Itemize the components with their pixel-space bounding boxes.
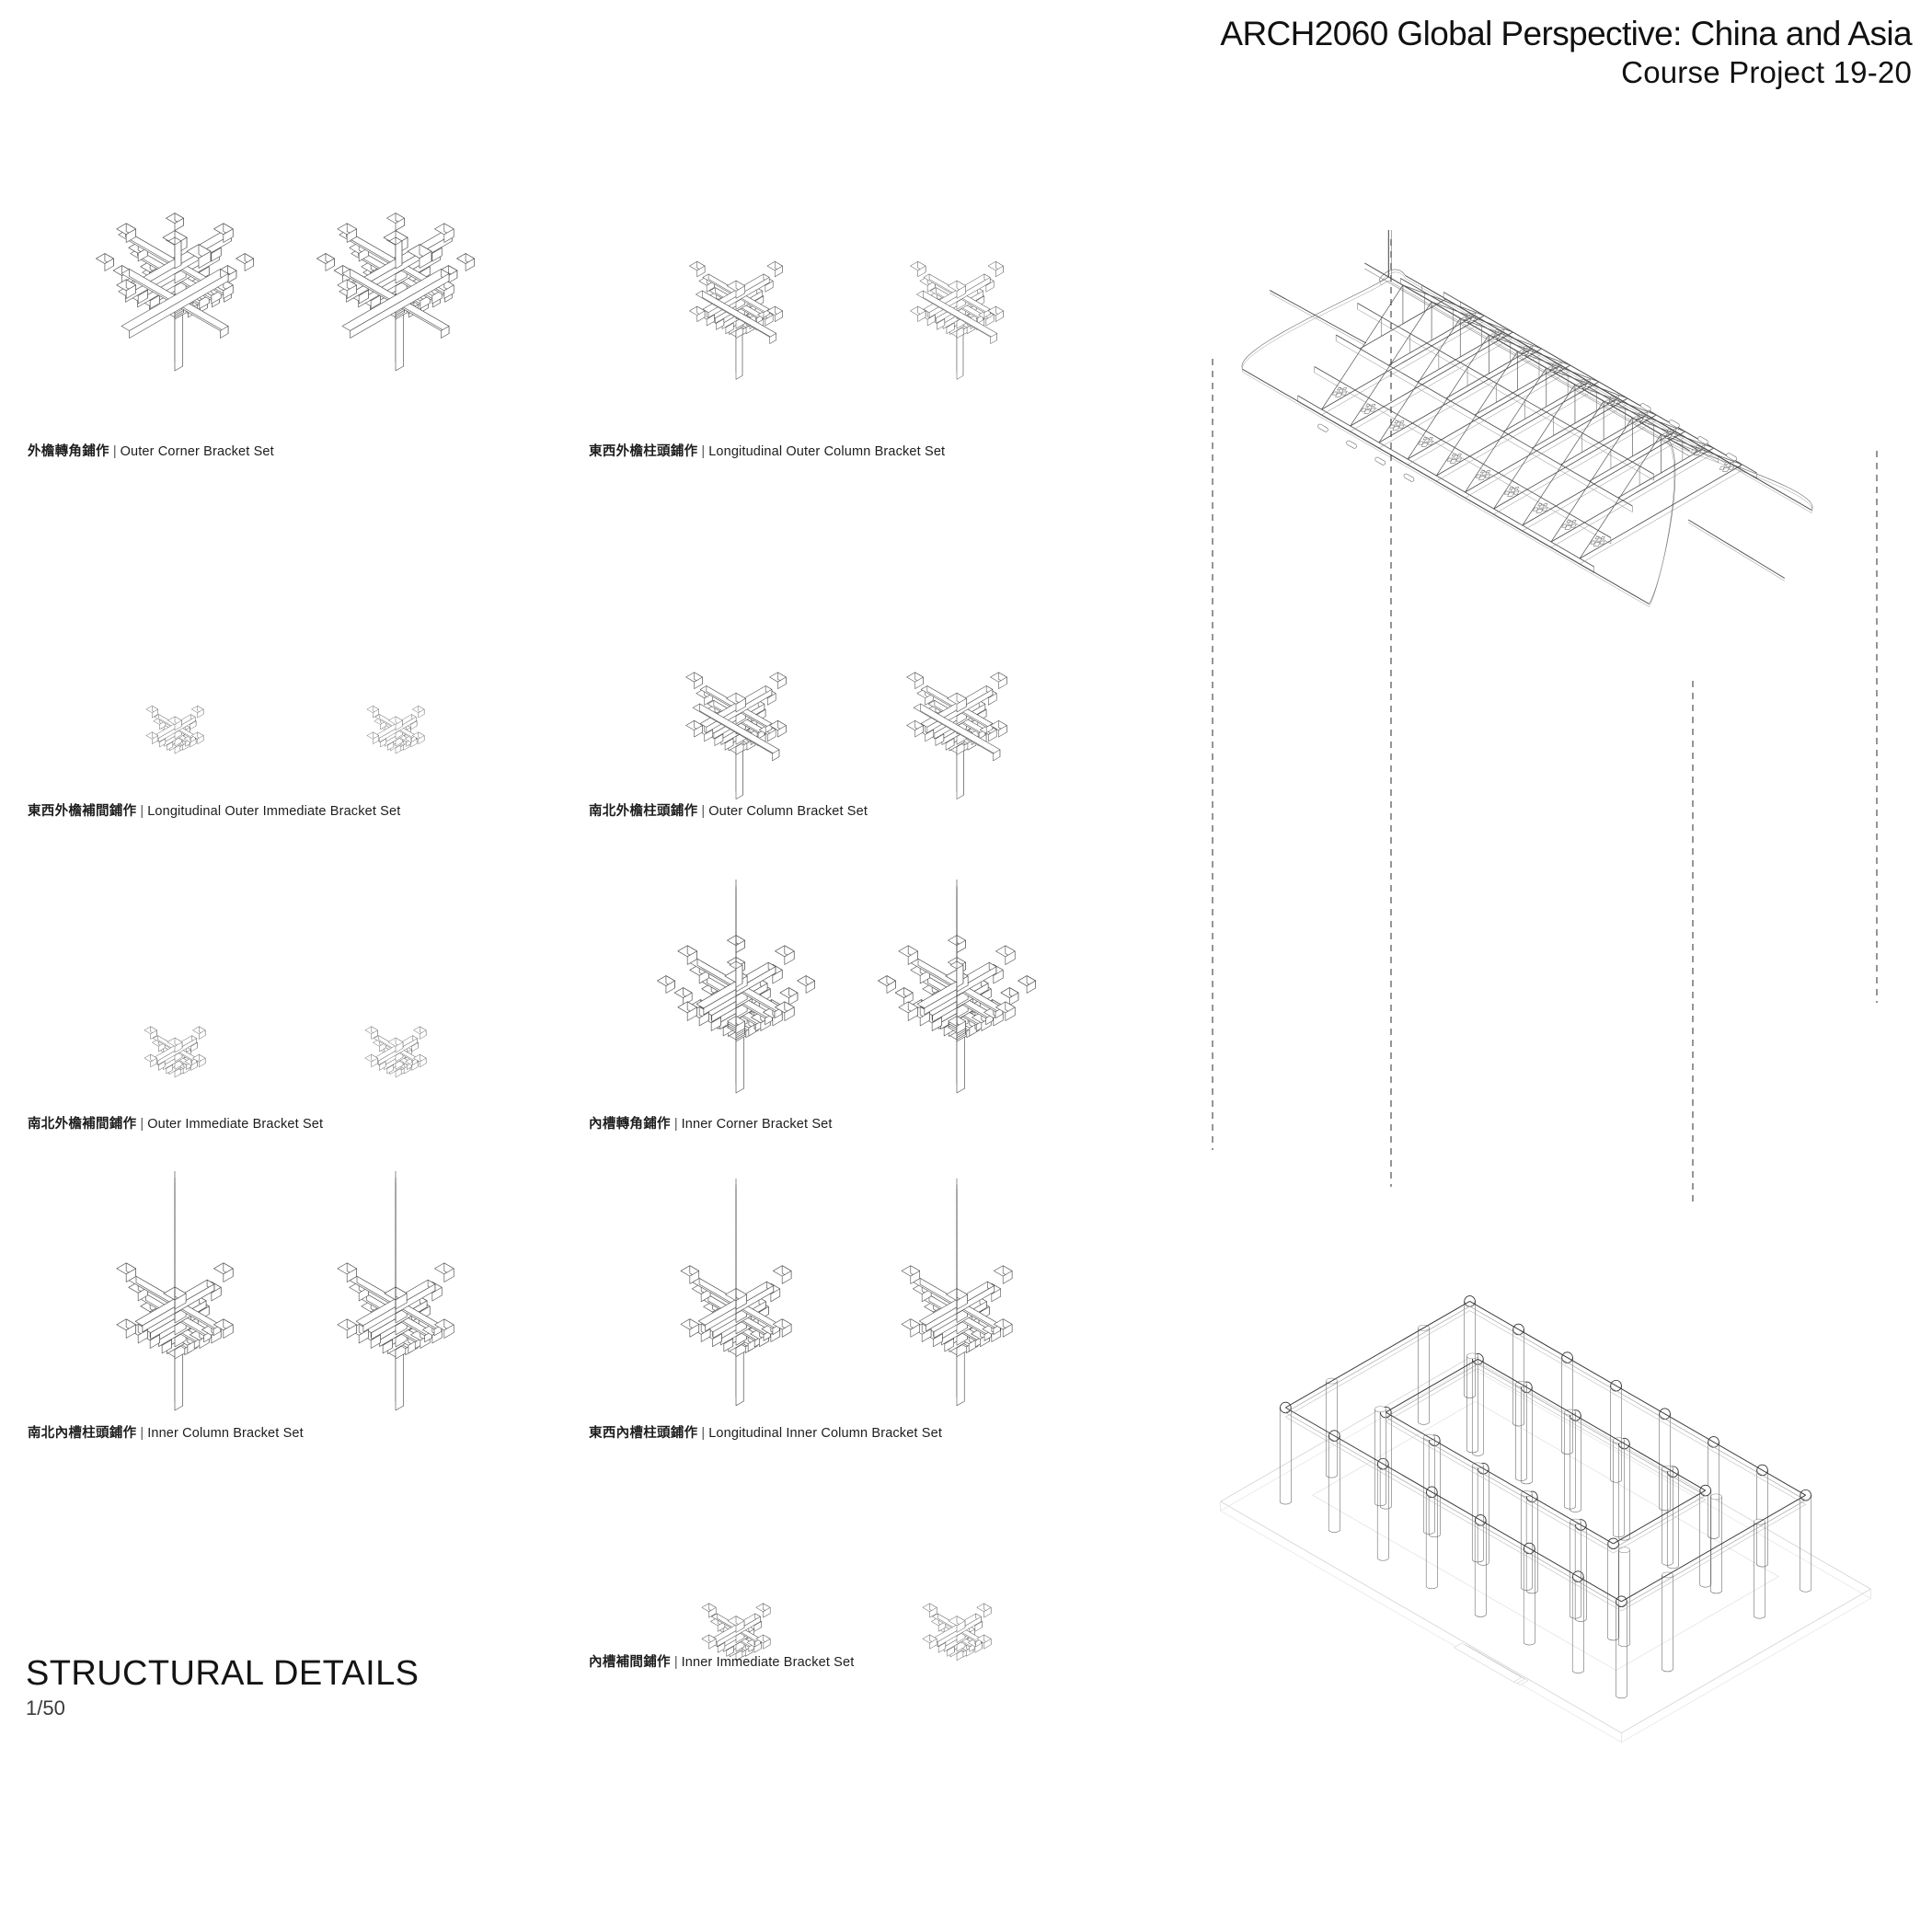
explosion-guide-lines [1212,239,1878,1205]
caption-separator: | [140,1117,144,1132]
bracket-shaded-view [316,213,475,372]
caption-english: Longitudinal Outer Immediate Bracket Set [147,804,401,819]
bracket-shaded-view [364,1026,427,1078]
bracket-set-longitudinal-outer-immediate [28,589,543,865]
bracket-set-caption-inner-immediate: 內槽補間鋪作|Inner Immediate Bracket Set [589,1656,854,1670]
bracket-drawing-pair [589,1178,1104,1454]
caption-separator: | [112,444,117,459]
title-block: STRUCTURAL DETAILS 1/50 [26,1656,419,1719]
caption-chinese: 外檐轉角鋪作 [28,444,109,459]
bracket-shaded-view [337,1171,454,1411]
bracket-drawing-pair [28,911,543,1187]
bracket-wireframe-view [116,1171,234,1411]
caption-english: Longitudinal Outer Column Bracket Set [708,444,946,459]
caption-english: Longitudinal Inner Column Bracket Set [708,1426,942,1441]
bracket-shaded-view [878,880,1036,1094]
caption-english: Inner Immediate Bracket Set [681,1655,855,1670]
project-subtitle: Course Project 19-20 [1621,55,1912,90]
bracket-drawing-pair [589,580,1104,856]
bracket-wireframe-view [657,880,815,1094]
bracket-set-longitudinal-outer-column [589,166,1104,442]
caption-chinese: 東西外檐柱頭鋪作 [589,444,698,459]
bracket-drawing-pair [28,1171,543,1454]
bracket-set-inner-corner [589,860,1104,1136]
caption-chinese: 東西內槽柱頭鋪作 [589,1426,698,1441]
bracket-drawing-pair [589,1490,1104,1766]
bracket-set-caption-longitudinal-outer-immediate: 東西外檐補間鋪作|Longitudinal Outer Immediate Br… [28,805,400,819]
caption-english: Inner Corner Bracket Set [681,1117,833,1132]
bracket-drawing-pair [589,166,1104,442]
bracket-drawing-pair [28,138,543,414]
bracket-set-inner-column [28,1171,543,1454]
bracket-wireframe-view [680,1178,792,1407]
bracket-set-caption-longitudinal-outer-column: 東西外檐柱頭鋪作|Longitudinal Outer Column Brack… [589,445,945,459]
page-title: STRUCTURAL DETAILS [26,1654,420,1693]
bracket-set-caption-inner-column: 南北內槽柱頭鋪作|Inner Column Bracket Set [28,1427,304,1441]
bracket-set-outer-immediate [28,911,543,1187]
drawing-scale: 1/50 [26,1696,65,1719]
bracket-set-caption-inner-corner: 內槽轉角鋪作|Inner Corner Bracket Set [589,1118,833,1132]
bracket-wireframe-view [145,706,204,754]
bracket-set-caption-outer-corner: 外檐轉角鋪作|Outer Corner Bracket Set [28,445,274,459]
bracket-shaded-view [906,672,1007,799]
caption-english: Outer Immediate Bracket Set [147,1117,324,1132]
bracket-shaded-view [910,261,1004,380]
bracket-set-caption-outer-column: 南北外檐柱頭鋪作|Outer Column Bracket Set [589,805,868,819]
bracket-set-caption-longitudinal-inner-column: 東西內槽柱頭鋪作|Longitudinal Inner Column Brack… [589,1427,942,1441]
caption-chinese: 南北外檐柱頭鋪作 [589,804,698,819]
caption-separator: | [701,804,706,819]
bracket-wireframe-view [96,213,254,372]
caption-english: Inner Column Bracket Set [147,1426,304,1441]
bracket-shaded-view [901,1178,1013,1407]
caption-separator: | [701,444,706,459]
caption-chinese: 內槽補間鋪作 [589,1655,671,1670]
bracket-drawing-pair [28,589,543,865]
sheet-header: ARCH2060 Global Perspective: China and A… [1220,13,1912,91]
caption-english: Outer Column Bracket Set [708,804,868,819]
bracket-set-caption-outer-immediate: 南北外檐補間鋪作|Outer Immediate Bracket Set [28,1118,323,1132]
caption-chinese: 內槽轉角鋪作 [589,1117,671,1132]
column-grid-axonometric [1220,1295,1871,1743]
caption-chinese: 南北外檐補間鋪作 [28,1117,137,1132]
course-title: ARCH2060 Global Perspective: China and A… [1220,15,1912,52]
bracket-shaded-view [366,706,425,754]
bracket-set-longitudinal-inner-column [589,1178,1104,1454]
bracket-wireframe-view [701,1603,771,1662]
caption-separator: | [140,1426,144,1441]
caption-separator: | [701,1426,706,1441]
bracket-drawing-pair [589,860,1104,1136]
bracket-wireframe-view [144,1026,206,1078]
bracket-shaded-view [922,1603,992,1662]
caption-chinese: 東西外檐補間鋪作 [28,804,137,819]
bracket-wireframe-view [689,261,783,380]
caption-separator: | [140,804,144,819]
caption-separator: | [673,1117,678,1132]
caption-chinese: 南北內槽柱頭鋪作 [28,1426,137,1441]
bracket-set-outer-column [589,580,1104,856]
bracket-set-outer-corner [28,138,543,414]
bracket-wireframe-view [685,672,787,799]
caption-english: Outer Corner Bracket Set [120,444,274,459]
caption-separator: | [673,1655,678,1670]
bracket-set-inner-immediate [589,1490,1104,1766]
